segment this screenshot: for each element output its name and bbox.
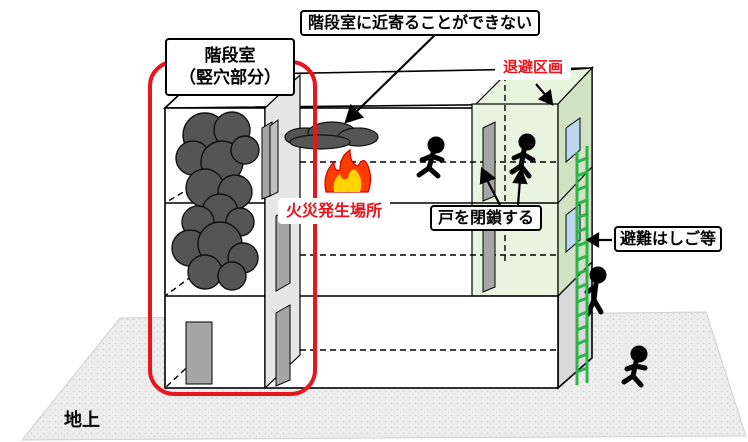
- close-door-arrow-2: [516, 179, 522, 206]
- climbing-person-icon: [584, 266, 607, 317]
- cannot-approach-arrow: [355, 31, 439, 113]
- refuge-section-label: 退避区画: [495, 55, 572, 80]
- close-door-arrow-1: [485, 177, 501, 206]
- smoke-cloud: [171, 111, 260, 291]
- running-person-icon: [416, 136, 445, 179]
- close-door-label: 戸を閉鎖する: [430, 205, 543, 231]
- cannot-approach-label: 階段室に近寄ることができない: [300, 10, 541, 36]
- ground-door: [185, 321, 213, 385]
- refuge-door-3f: [482, 121, 496, 202]
- stairwell-label-line1: 階段室: [204, 46, 256, 66]
- fire-origin-label: 火災発生場所: [278, 198, 391, 224]
- stair-door-1f: [275, 304, 291, 387]
- ladder-label: 避難はしご等: [614, 226, 723, 252]
- stairwell-label: 階段室 （竪穴部分）: [165, 38, 295, 97]
- side-window-3f: [565, 117, 581, 164]
- escaped-person-icon: [621, 345, 648, 388]
- stairwell-label-line2: （竪穴部分）: [179, 68, 281, 89]
- fire-icon: [324, 148, 372, 193]
- ground-label: 地上: [64, 410, 100, 431]
- escape-ladder: [575, 146, 589, 385]
- running-person-icon: [509, 133, 536, 179]
